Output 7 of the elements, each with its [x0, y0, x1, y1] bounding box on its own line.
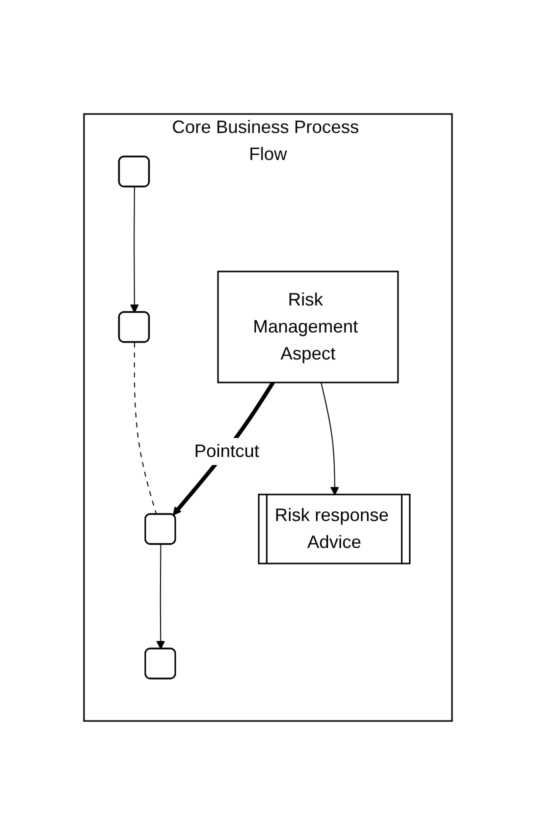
arrow	[172, 380, 275, 515]
arrow	[130, 186, 139, 312]
edge-label: Pointcut	[194, 440, 260, 460]
connector	[134, 342, 157, 514]
arrow	[156, 544, 166, 649]
node-box: Risk Management Aspect	[217, 270, 399, 383]
arrow	[320, 382, 340, 495]
